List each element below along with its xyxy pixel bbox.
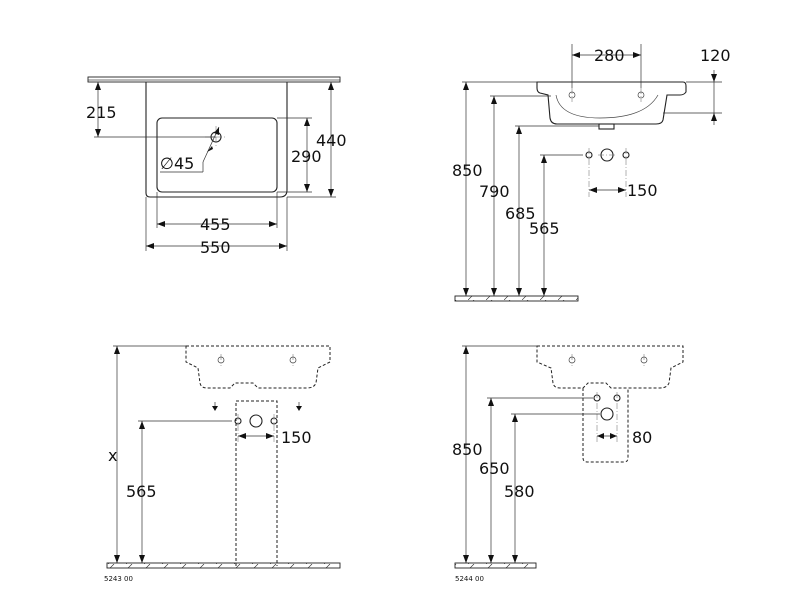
side-view-150-label: 150 (627, 181, 658, 200)
semi-pedestal-view-850-label: 850 (452, 440, 483, 459)
semi-pedestal-view-580-label: 580 (504, 482, 535, 501)
semi-pedestal-view-code: 5244 00 (455, 575, 484, 583)
side-view-565-label: 565 (529, 219, 560, 238)
pedestal-view-150-label: 150 (281, 428, 312, 447)
semi-pedestal-view-basin-outline (536, 345, 684, 389)
side-view-120-label: 120 (700, 46, 731, 65)
top-view-wall-strip (87, 76, 341, 83)
side-view-floor (454, 295, 579, 302)
side-view: 280 120 850 790 685 565 (452, 44, 731, 302)
side-view-790-label: 790 (479, 182, 510, 201)
semi-pedestal-view-650-label: 650 (479, 459, 510, 478)
top-view-bowl-outline (156, 117, 278, 193)
semi-pedestal-view-80-label: 80 (632, 428, 652, 447)
side-view-basin-outline (536, 81, 687, 125)
semi-pedestal-cover (582, 388, 629, 463)
semi-pedestal-view-floor (454, 562, 537, 569)
top-view-440-label: 440 (316, 131, 347, 150)
side-view-850-label: 850 (452, 161, 483, 180)
semi-pedestal-view-drain (600, 407, 614, 421)
pedestal-view-floor (106, 562, 341, 569)
pedestal-view-basin-outline (185, 345, 331, 389)
pedestal-column (235, 400, 278, 566)
top-view-550-label: 550 (200, 238, 231, 257)
top-view: ∅45 215 290 440 455 550 (86, 76, 347, 257)
top-view-455-label: 455 (200, 215, 231, 234)
pedestal-view-code: 5243 00 (104, 575, 133, 583)
side-view-280-label: 280 (594, 46, 625, 65)
pedestal-view-drain (249, 414, 263, 428)
semi-pedestal-view: 80 850 650 580 5244 00 (452, 345, 684, 583)
side-view-685-label: 685 (505, 204, 536, 223)
top-view-215-label: 215 (86, 103, 117, 122)
pedestal-view: 150 x 565 5243 00 (104, 345, 341, 583)
top-view-hole-label: ∅45 (160, 154, 194, 173)
top-view-290-label: 290 (291, 147, 322, 166)
pedestal-view-x-label: x (108, 446, 117, 465)
top-view-basin-outline (145, 82, 288, 198)
pedestal-view-565-label: 565 (126, 482, 157, 501)
